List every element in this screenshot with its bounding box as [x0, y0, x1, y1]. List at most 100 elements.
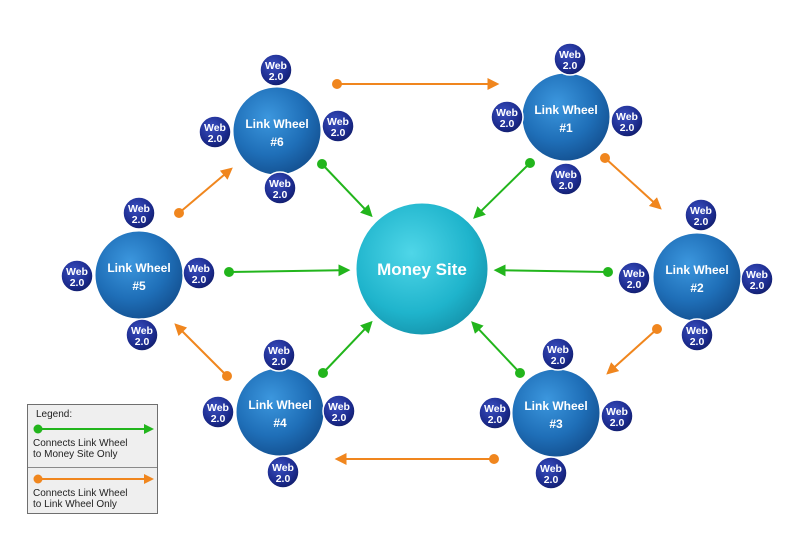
link-wheel-4-number: #4 — [273, 416, 287, 430]
link-wheel-4-label: Link Wheel — [248, 398, 311, 412]
money-site-label: Money Site — [377, 260, 467, 279]
web20-label: Web — [555, 169, 577, 181]
web20-label: Web — [540, 463, 562, 475]
link-wheel-5-number: #5 — [132, 279, 146, 293]
legend-orange-text-2: to Link Wheel Only — [33, 499, 117, 510]
link-wheel-4: Link Wheel #4 — [235, 367, 325, 457]
web20-label: Web — [268, 345, 290, 357]
web20-version: 2.0 — [332, 412, 347, 424]
web20-version: 2.0 — [269, 71, 284, 83]
link-wheel-3-label: Link Wheel — [524, 399, 587, 413]
web20-label: Web — [547, 344, 569, 356]
link-wheel-1-number: #1 — [559, 121, 573, 135]
web20-label: Web — [265, 60, 287, 72]
web20-version: 2.0 — [211, 413, 226, 425]
orange-connector-5-to-6 — [174, 167, 233, 218]
web20-version: 2.0 — [272, 356, 287, 368]
connectors-layer — [174, 78, 662, 465]
web20-version: 2.0 — [694, 216, 709, 228]
orange-connector-1-to-2 — [600, 153, 662, 210]
web20-version: 2.0 — [500, 118, 515, 130]
web20-label: Web — [272, 462, 294, 474]
link-wheel-1: Link Wheel #1 — [521, 72, 611, 162]
web20-label: Web — [559, 49, 581, 61]
web20-label: Web — [207, 402, 229, 414]
web20-version: 2.0 — [544, 474, 559, 486]
link-wheel-2-number: #2 — [690, 281, 704, 295]
green-connector-wheel-4 — [318, 320, 373, 378]
web20-version: 2.0 — [70, 277, 85, 289]
web20-version: 2.0 — [208, 133, 223, 145]
web20-version: 2.0 — [276, 473, 291, 485]
web20-version: 2.0 — [563, 60, 578, 72]
link-wheel-5-label: Link Wheel — [107, 261, 170, 275]
link-wheel-1-label: Link Wheel — [534, 103, 597, 117]
legend-orange-text-1: Connects Link Wheel — [33, 488, 128, 499]
web20-label: Web — [328, 401, 350, 413]
web20-version: 2.0 — [620, 122, 635, 134]
web20-label: Web — [623, 268, 645, 280]
legend-orange-arrow — [33, 474, 154, 484]
web20-version: 2.0 — [331, 127, 346, 139]
web20-label: Web — [746, 269, 768, 281]
web20-label: Web — [484, 403, 506, 415]
web20-label: Web — [616, 111, 638, 123]
green-connector-wheel-1 — [473, 158, 535, 219]
link-wheel-3: Link Wheel #3 — [511, 368, 601, 458]
orange-connector-4-to-5 — [174, 323, 232, 381]
green-connector-wheel-2 — [493, 264, 613, 277]
link-wheel-6: Link Wheel #6 — [232, 86, 322, 176]
web20-version: 2.0 — [690, 336, 705, 348]
web20-label: Web — [269, 178, 291, 190]
link-wheel-6-number: #6 — [270, 135, 284, 149]
link-wheel-2-label: Link Wheel — [665, 263, 728, 277]
green-connector-wheel-6 — [317, 159, 373, 218]
green-connector-wheel-5 — [224, 264, 351, 277]
legend-green-text-2: to Money Site Only — [33, 449, 118, 460]
link-wheel-3-number: #3 — [549, 417, 563, 431]
link-wheel-6-label: Link Wheel — [245, 117, 308, 131]
web20-label: Web — [327, 116, 349, 128]
web20-label: Web — [66, 266, 88, 278]
legend-green-arrow — [33, 424, 154, 434]
wheels-layer: Link Wheel#1Web2.0Web2.0Web2.0Web2.0Link… — [60, 42, 774, 490]
web20-label: Web — [188, 263, 210, 275]
orange-connector-2-to-3 — [606, 324, 662, 375]
web20-version: 2.0 — [610, 417, 625, 429]
web20-label: Web — [686, 325, 708, 337]
money-site-node: Money Site — [355, 202, 489, 336]
web20-label: Web — [690, 205, 712, 217]
web20-version: 2.0 — [132, 214, 147, 226]
web20-version: 2.0 — [135, 336, 150, 348]
web20-version: 2.0 — [273, 189, 288, 201]
web20-label: Web — [606, 406, 628, 418]
orange-connector-3-to-4 — [334, 453, 499, 465]
web20-label: Web — [204, 122, 226, 134]
green-connector-wheel-3 — [471, 321, 525, 378]
web20-version: 2.0 — [559, 180, 574, 192]
link-wheel-5: Link Wheel #5 — [94, 230, 184, 320]
web20-version: 2.0 — [488, 414, 503, 426]
orange-connector-6-to-1 — [332, 78, 500, 90]
